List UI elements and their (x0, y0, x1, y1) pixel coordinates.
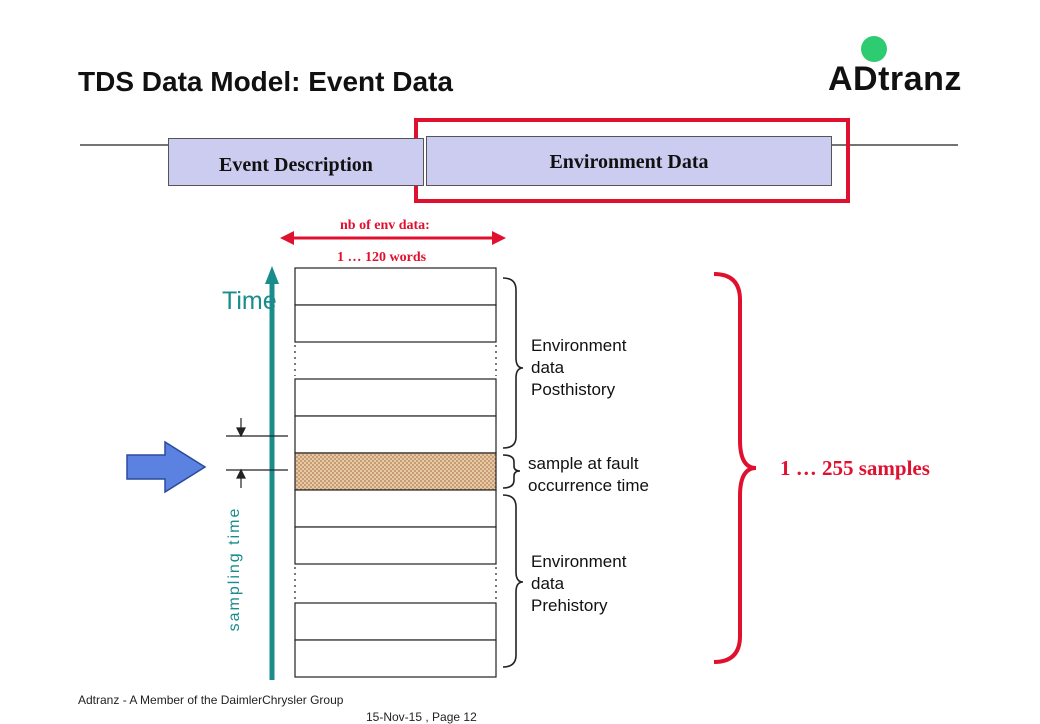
prehistory-brace (502, 494, 524, 668)
posthistory-label: Environment data Posthistory (531, 336, 627, 399)
fault-input-arrow (126, 440, 207, 494)
sample-row (294, 378, 497, 417)
time-axis-label: Time (222, 287, 277, 315)
environment-data-segment: Environment Data (426, 136, 832, 186)
adtranz-logo: ADtranz (828, 60, 962, 98)
fault-sample-brace (502, 454, 521, 489)
event-description-segment: Event Description (168, 138, 424, 186)
prehistory-label: Environment data Prehistory (531, 552, 627, 615)
samples-brace (713, 272, 757, 664)
sample-row (294, 304, 497, 343)
sample-row (294, 489, 497, 528)
sample-row (294, 415, 497, 454)
sample-row (294, 267, 497, 306)
time-axis-arrow (265, 266, 279, 680)
sample-row-stack (294, 267, 497, 678)
sample-row (294, 639, 497, 678)
logo-dot-icon (861, 36, 887, 62)
footer-page-info: 15-Nov-15 , Page 12 (366, 710, 477, 724)
samples-count-label: 1 … 255 samples (780, 456, 930, 480)
sampling-time-label: sampling time (226, 506, 243, 632)
fault-sample-label: sample at fault occurrence time (528, 454, 649, 495)
width-double-arrow (280, 231, 506, 245)
sample-row (294, 602, 497, 641)
env-data-count-label: nb of env data: (340, 218, 430, 233)
sampling-interval-marker (226, 418, 288, 488)
posthistory-brace (502, 277, 524, 449)
continuation-dots (294, 345, 497, 600)
sample-row (294, 526, 497, 565)
footer-company: Adtranz - A Member of the DaimlerChrysle… (78, 693, 344, 707)
env-data-range-label: 1 … 120 words (337, 250, 427, 265)
fault-sample-row (294, 452, 497, 491)
page-title: TDS Data Model: Event Data (78, 66, 453, 97)
